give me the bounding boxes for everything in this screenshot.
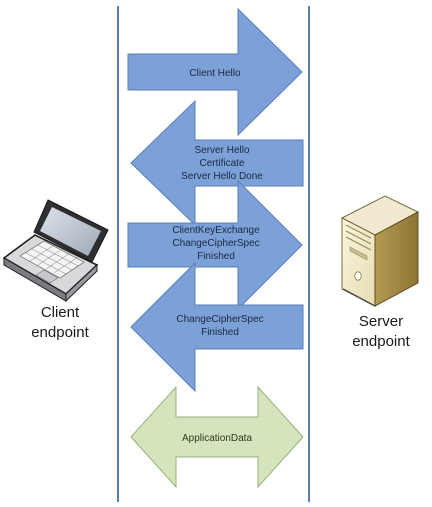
message-label-line: Client Hello (189, 68, 241, 79)
message-label-line: Certificate (199, 158, 244, 169)
message-label-line: Finished (201, 327, 239, 338)
message-label-line: ChangeCipherSpec (176, 314, 263, 325)
server-label-line: endpoint (352, 333, 410, 350)
message-label-line: ApplicationData (182, 433, 252, 444)
server-icon (340, 195, 420, 307)
client-label-line: Client (40, 304, 80, 321)
arrow-shape (130, 261, 304, 393)
client-label-line: endpoint (31, 324, 89, 341)
message-arrow-server-hello: Server Hello Certificate Server Hello Do… (130, 99, 304, 227)
message-arrow-client-key-exchange: ClientKeyExchange ChangeCipherSpec Finis… (127, 179, 303, 311)
arrow-shape (127, 179, 303, 311)
message-arrow-client-hello: Client Hello (127, 7, 303, 137)
client-endpoint-label: Client endpoint (20, 303, 100, 343)
message-label-line: Server Hello (194, 145, 249, 156)
message-label-line: ChangeCipherSpec (172, 238, 259, 249)
message-label-line: Server Hello Done (181, 171, 263, 182)
arrow-shape (130, 99, 304, 227)
arrow-shape-bidirectional (130, 385, 304, 489)
arrow-shape (127, 7, 303, 137)
message-arrow-application-data: ApplicationData (130, 385, 304, 489)
server-endpoint-label: Server endpoint (336, 312, 426, 352)
message-label-line: ClientKeyExchange (172, 225, 260, 236)
message-arrow-server-change-cipher: ChangeCipherSpec Finished (130, 261, 304, 393)
server-label-line: Server (358, 313, 404, 330)
laptop-icon (2, 199, 109, 303)
message-label-line: Finished (197, 251, 235, 262)
